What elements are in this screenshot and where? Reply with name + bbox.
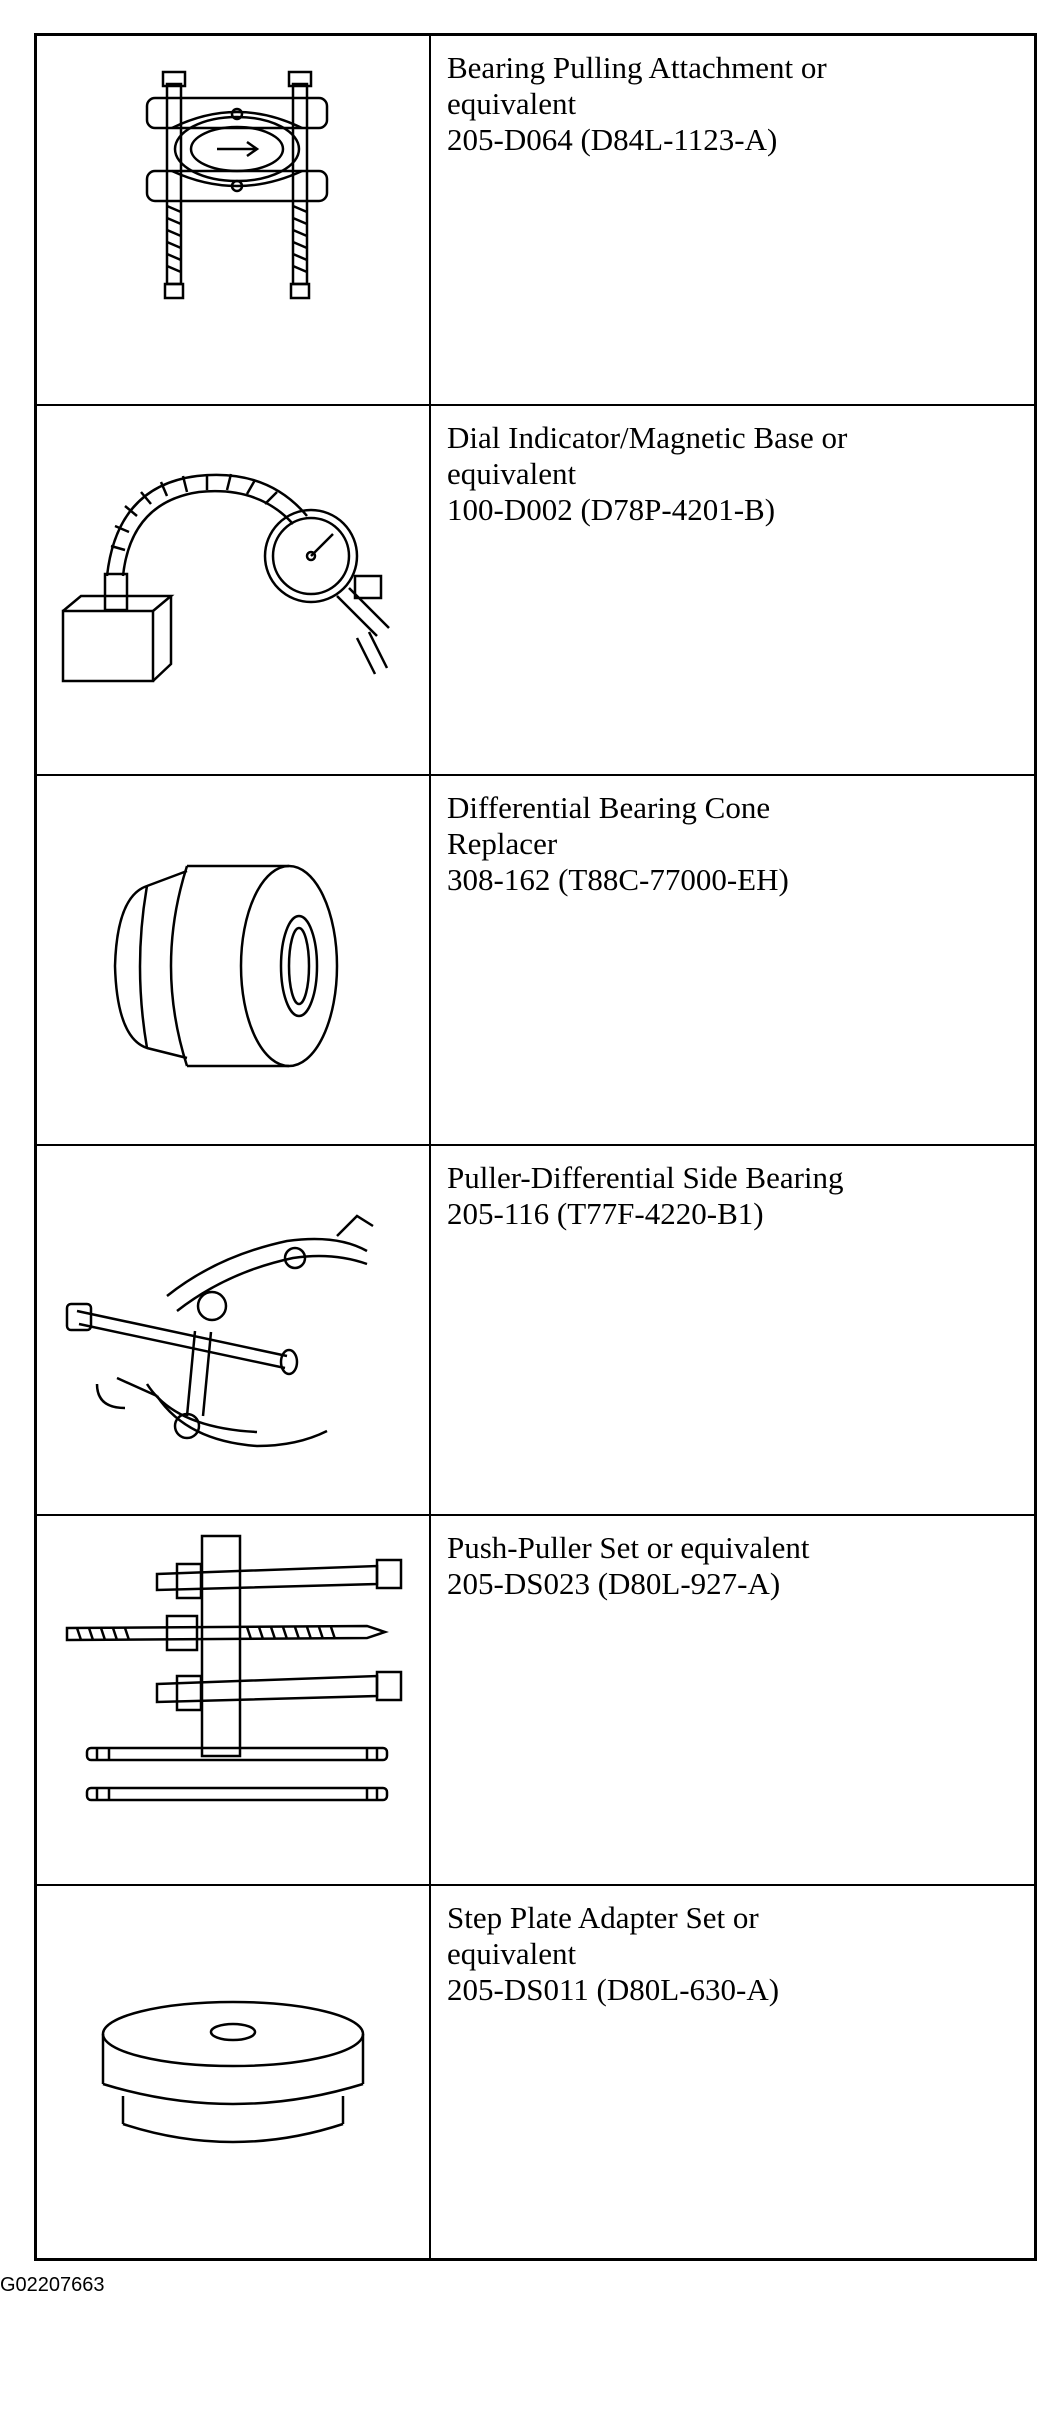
tool-name-line: equivalent <box>447 456 577 491</box>
tool-description: Puller-Differential Side Bearing 205-116… <box>447 1160 1017 1232</box>
tool-description: Bearing Pulling Attachment or equivalent… <box>447 50 1017 158</box>
tool-row: Differential Bearing Cone Replacer 308-1… <box>37 776 1034 1146</box>
tool-name-line: Step Plate Adapter Set or <box>447 1900 759 1935</box>
tool-description: Dial Indicator/Magnetic Base or equivale… <box>447 420 1017 528</box>
tool-description: Differential Bearing Cone Replacer 308-1… <box>447 790 1017 898</box>
push-puller-set-drawing <box>37 1516 431 1884</box>
tool-name-line: equivalent <box>447 86 577 121</box>
tool-row: Bearing Pulling Attachment or equivalent… <box>37 36 1034 406</box>
tool-part-number: 100-D002 (D78P-4201-B) <box>447 492 776 527</box>
side-bearing-puller-drawing <box>37 1146 431 1514</box>
tool-row: Puller-Differential Side Bearing 205-116… <box>37 1146 1034 1516</box>
tool-row: Dial Indicator/Magnetic Base or equivale… <box>37 406 1034 776</box>
bearing-pulling-attachment-drawing <box>37 36 431 404</box>
tool-name-line: Replacer <box>447 826 558 861</box>
tool-name-line: Dial Indicator/Magnetic Base or <box>447 420 848 455</box>
tool-name-line: Differential Bearing Cone <box>447 790 771 825</box>
special-tools-table: Bearing Pulling Attachment or equivalent… <box>34 33 1037 2261</box>
tool-name-line: equivalent <box>447 1936 577 1971</box>
tool-description: Push-Puller Set or equivalent 205-DS023 … <box>447 1530 1017 1602</box>
bearing-cone-replacer-drawing <box>37 776 431 1144</box>
step-plate-adapter-drawing <box>37 1886 431 2258</box>
tool-part-number: 308-162 (T88C-77000-EH) <box>447 862 789 897</box>
tool-description: Step Plate Adapter Set or equivalent 205… <box>447 1900 1017 2008</box>
tool-part-number: 205-DS011 (D80L-630-A) <box>447 1972 780 2007</box>
tool-name-line: Bearing Pulling Attachment or <box>447 50 827 85</box>
figure-id: G02207663 <box>0 2274 105 2296</box>
tool-row: Step Plate Adapter Set or equivalent 205… <box>37 1886 1034 2258</box>
tool-part-number: 205-D064 (D84L-1123-A) <box>447 122 778 157</box>
dial-indicator-magnetic-base-drawing <box>37 406 431 774</box>
tool-name-line: Puller-Differential Side Bearing <box>447 1160 844 1195</box>
tool-row: Push-Puller Set or equivalent 205-DS023 … <box>37 1516 1034 1886</box>
tool-part-number: 205-DS023 (D80L-927-A) <box>447 1566 781 1601</box>
tool-part-number: 205-116 (T77F-4220-B1) <box>447 1196 764 1231</box>
tool-name-line: Push-Puller Set or equivalent <box>447 1530 810 1565</box>
